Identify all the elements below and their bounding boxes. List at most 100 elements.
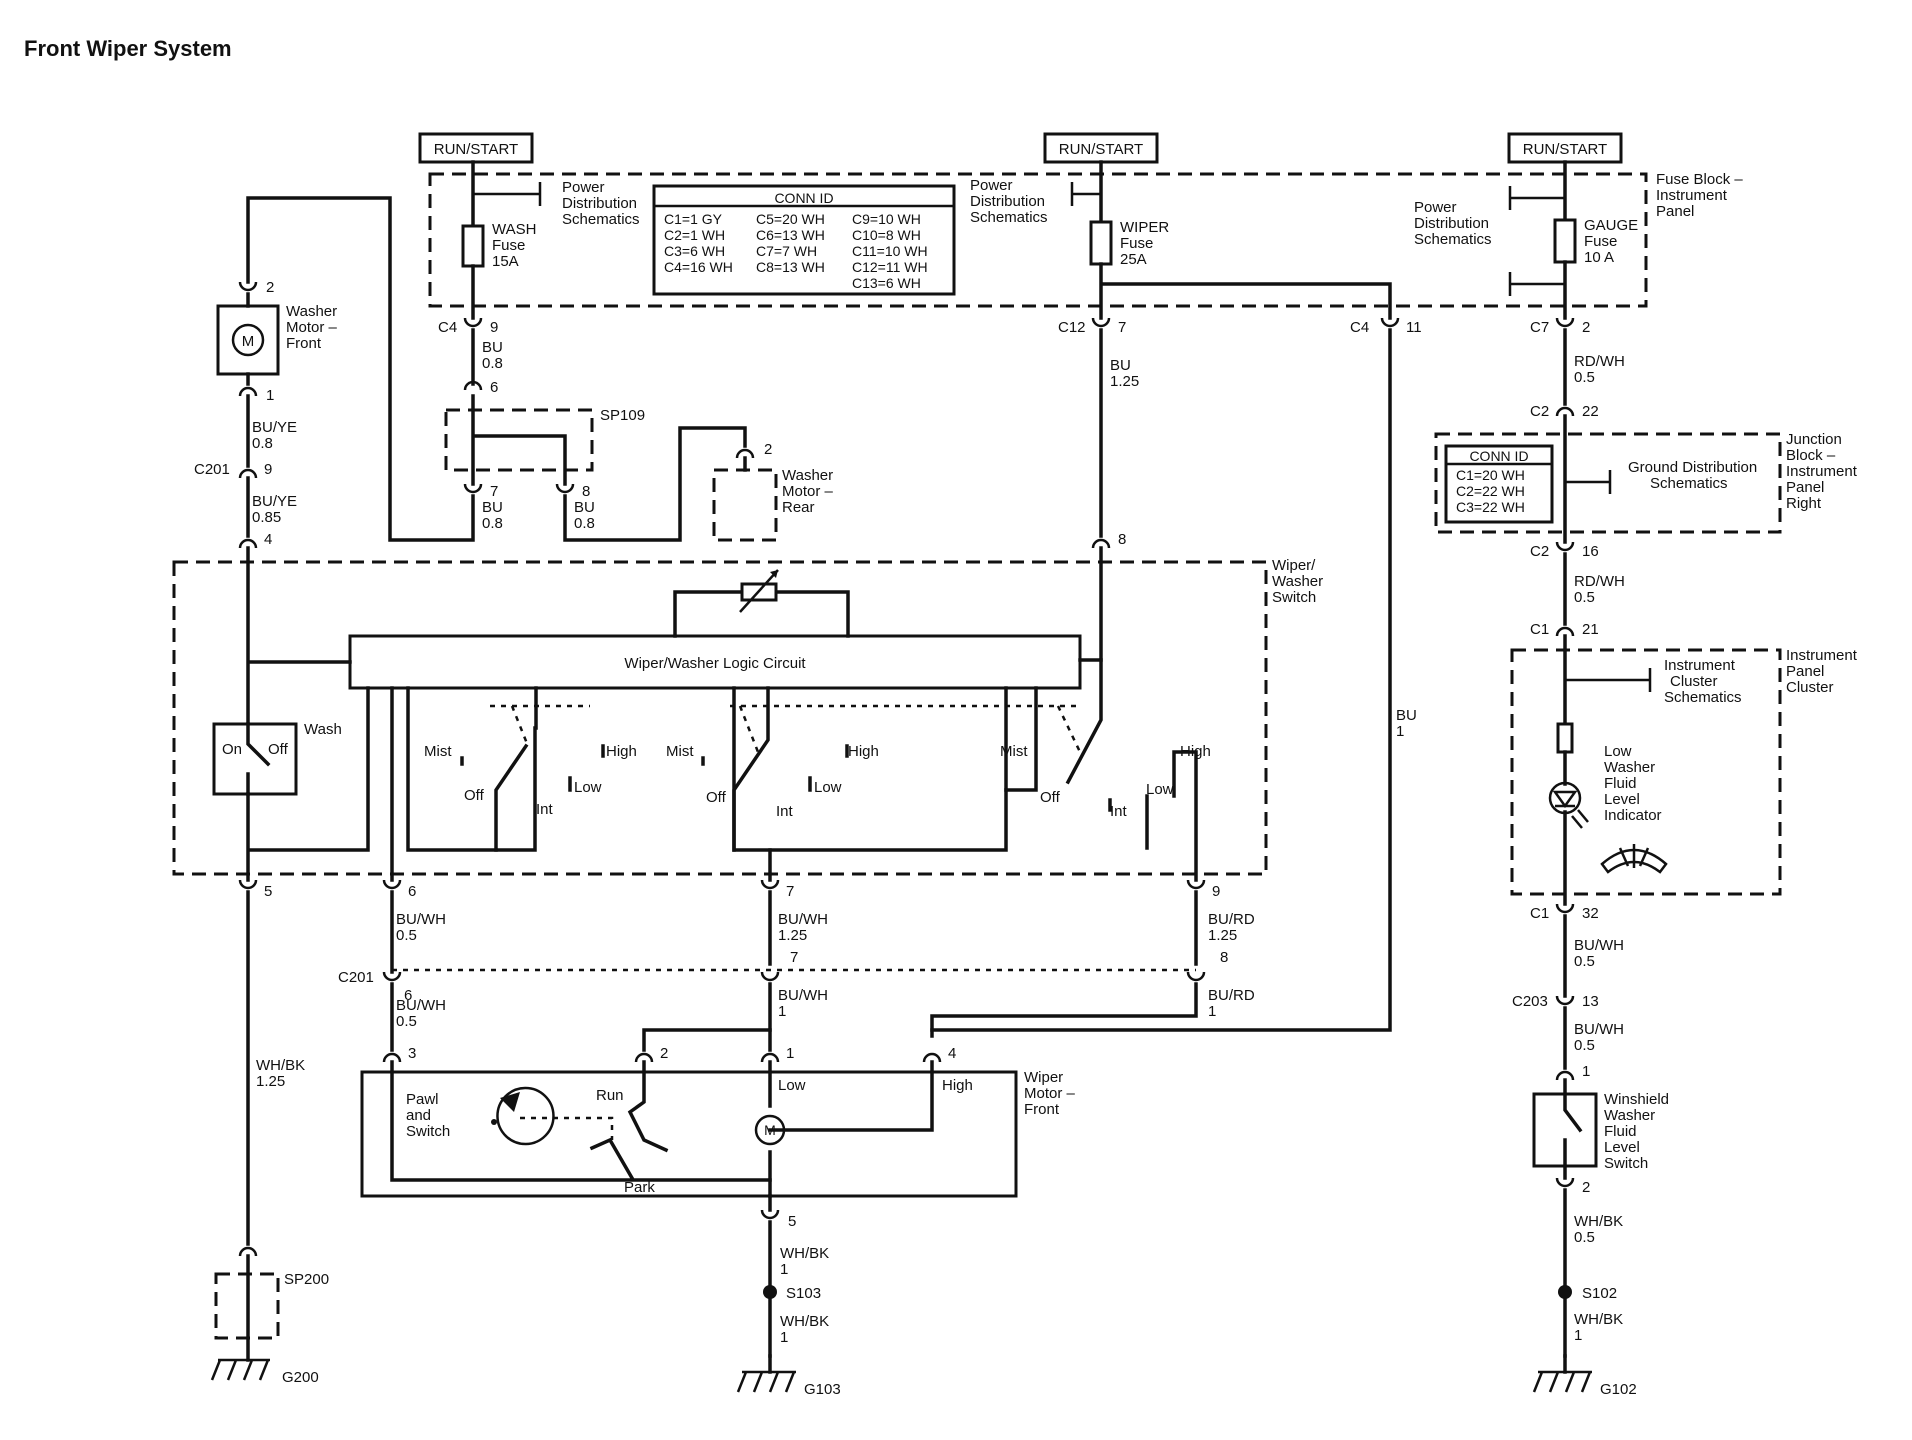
svg-text:Schematics: Schematics [1664, 689, 1742, 706]
wiper-motor-front: Wiper Motor – Front M Pawl and Switch Ru… [360, 1060, 1076, 1198]
motor-symbol: M [242, 333, 255, 350]
svg-text:C3=6 WH: C3=6 WH [664, 243, 725, 259]
power-run-start-3: RUN/START [1507, 132, 1623, 164]
wire-label: 1 [780, 1261, 788, 1278]
wiper-fuse-label: WIPER Fuse 25A [1120, 219, 1169, 268]
svg-text:Fluid: Fluid [1604, 775, 1637, 792]
pin-label: 2 [660, 1045, 668, 1062]
connector-label: C12 [1058, 319, 1086, 336]
junction-conn-id-table: CONN ID C1=20 WH C2=22 WH C3=22 WH [1444, 444, 1554, 524]
conn-id-table: CONN ID C1=1 GY C2=1 WH C3=6 WH C4=16 WH… [652, 184, 956, 296]
svg-text:Instrument: Instrument [1656, 187, 1728, 204]
svg-text:C10=8 WH: C10=8 WH [852, 227, 921, 243]
svg-text:Right: Right [1786, 495, 1822, 512]
svg-text:Switch: Switch [1604, 1155, 1648, 1172]
pin-label: 6 [408, 883, 416, 900]
component-label: Washer [286, 303, 337, 320]
wire-label: 1 [778, 1003, 786, 1020]
junction-block-instrument-panel-right: Junction Block – Instrument Panel Right [1434, 431, 1858, 534]
pin-label: 13 [1582, 993, 1599, 1010]
delay-potentiometer [673, 569, 850, 638]
svg-text:Off: Off [464, 787, 485, 804]
pin-label: 1 [786, 1045, 794, 1062]
svg-text:Instrument: Instrument [1786, 647, 1858, 664]
wire-label: 1 [1396, 723, 1404, 740]
pin-label: 6 [404, 987, 412, 1004]
pin-label: 2 [1582, 319, 1590, 336]
svg-text:Park: Park [624, 1179, 655, 1196]
svg-text:CONN ID: CONN ID [774, 190, 833, 206]
pin-label: 9 [1212, 883, 1220, 900]
pin-label: 1 [1582, 1063, 1590, 1080]
splice-label: SP200 [284, 1271, 329, 1288]
svg-text:Schematics: Schematics [970, 209, 1048, 226]
power-dist-label-1: Power Distribution Schematics [562, 179, 640, 228]
svg-text:Cluster: Cluster [1786, 679, 1834, 696]
pin-label: 7 [790, 949, 798, 966]
svg-text:and: and [406, 1107, 431, 1124]
svg-text:Front: Front [1024, 1101, 1060, 1118]
svg-text:Power: Power [562, 179, 605, 196]
pin-label: 32 [1582, 905, 1599, 922]
svg-text:M: M [764, 1122, 776, 1138]
wire-label: 0.85 [252, 509, 281, 526]
splice-label: S102 [1582, 1285, 1617, 1302]
svg-text:Mist: Mist [1000, 743, 1028, 760]
wire-label: BU/YE [252, 419, 297, 436]
pin-label: 21 [1582, 621, 1599, 638]
wire-label: BU/RD [1208, 911, 1255, 928]
svg-text:C2=1 WH: C2=1 WH [664, 227, 725, 243]
pin-label: 3 [408, 1045, 416, 1062]
power-run-start-2: RUN/START [1043, 132, 1159, 164]
wire-label: WH/BK [780, 1245, 829, 1262]
svg-text:Switch: Switch [406, 1123, 450, 1140]
svg-text:C8=13 WH: C8=13 WH [756, 259, 825, 275]
pin-label: 2 [764, 441, 772, 458]
wire-label: RD/WH [1574, 573, 1625, 590]
ground-g103: G103 [736, 1370, 841, 1398]
connector-c201-7 [760, 970, 780, 982]
washer-motor-rear [712, 468, 778, 542]
svg-text:Fuse: Fuse [1120, 235, 1153, 252]
svg-text:Fuse: Fuse [1584, 233, 1617, 250]
svg-text:C6=13 WH: C6=13 WH [756, 227, 825, 243]
power-run-start-1: RUN/START [418, 132, 534, 164]
pin-label: 8 [1118, 531, 1126, 548]
wire-label: 1 [1208, 1003, 1216, 1020]
svg-text:Off: Off [1040, 789, 1061, 806]
svg-text:GAUGE: GAUGE [1584, 217, 1638, 234]
svg-text:Instrument: Instrument [1664, 657, 1736, 674]
svg-text:Schematics: Schematics [1414, 231, 1492, 248]
svg-text:Washer: Washer [1604, 759, 1655, 776]
svg-text:Power: Power [970, 177, 1013, 194]
component-label: Motor – [286, 319, 338, 336]
svg-text:RUN/START: RUN/START [1523, 141, 1607, 158]
fuse-block-instrument-panel: Fuse Block – Instrument Panel [428, 171, 1743, 308]
svg-text:Winshield: Winshield [1604, 1091, 1669, 1108]
svg-text:15A: 15A [492, 253, 519, 270]
wire-label: BU/YE [252, 493, 297, 510]
wire-label: BU [1110, 357, 1131, 374]
pin-label: 6 [490, 379, 498, 396]
wire-label: BU [482, 499, 503, 516]
connector-sp-6 [463, 380, 483, 392]
connector-c201-8 [1186, 970, 1206, 982]
svg-text:Off: Off [268, 741, 289, 758]
wire-label: 0.8 [482, 355, 503, 372]
wire-label: BU/WH [1574, 1021, 1624, 1038]
svg-text:25A: 25A [1120, 251, 1147, 268]
svg-text:RUN/START: RUN/START [434, 141, 518, 158]
svg-text:Wiper/: Wiper/ [1272, 557, 1316, 574]
pin-label: 7 [490, 483, 498, 500]
splice-s103 [763, 1285, 777, 1299]
svg-text:Ground Distribution: Ground Distribution [1628, 459, 1757, 476]
wash-fuse-label: WASH Fuse 15A [492, 221, 536, 270]
svg-text:Mist: Mist [424, 743, 452, 760]
svg-text:Instrument: Instrument [1786, 463, 1858, 480]
wire-label: 0.5 [1574, 1037, 1595, 1054]
wire-label: WH/BK [1574, 1213, 1623, 1230]
svg-text:C4=16 WH: C4=16 WH [664, 259, 733, 275]
wire-label: BU [1396, 707, 1417, 724]
wire-label: WH/BK [1574, 1311, 1623, 1328]
